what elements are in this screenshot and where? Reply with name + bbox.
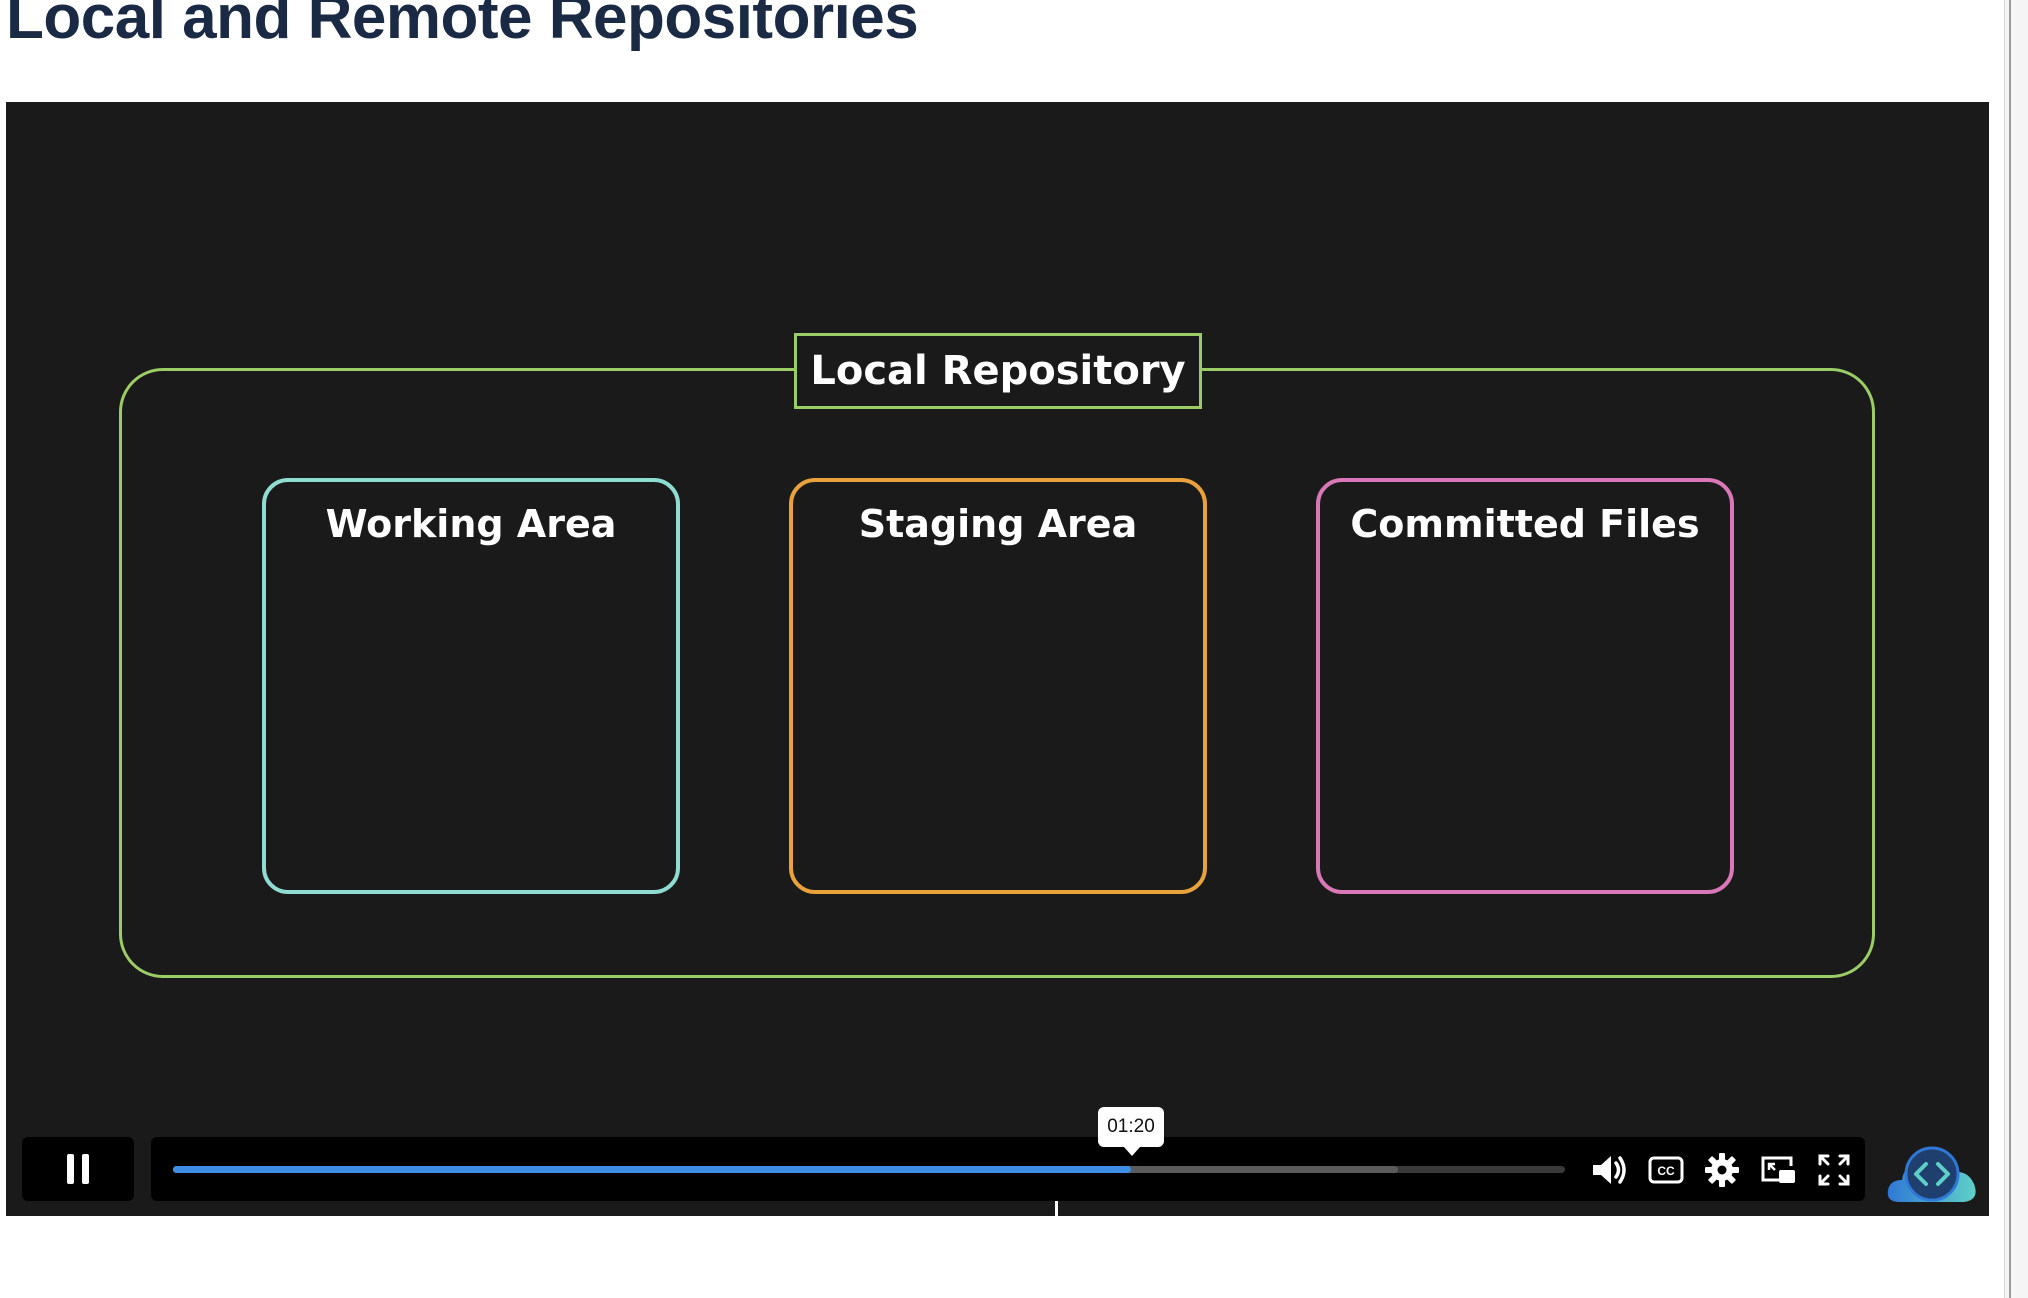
working-area-box: Working Area (262, 478, 680, 894)
pause-button[interactable] (22, 1137, 134, 1201)
local-repository-label: Local Repository (794, 333, 1202, 409)
video-player[interactable]: Local Repository Working Area Staging Ar… (6, 102, 1989, 1216)
staging-area-box: Staging Area (789, 478, 1207, 894)
pip-icon (1761, 1156, 1795, 1183)
time-tooltip: 01:20 (1098, 1107, 1164, 1156)
settings-button[interactable] (1702, 1150, 1742, 1190)
captions-button[interactable]: CC (1646, 1150, 1686, 1190)
scrub-cursor (1055, 1201, 1058, 1216)
progress-track[interactable] (173, 1166, 1565, 1173)
pip-button[interactable] (1758, 1150, 1798, 1190)
scrollbar[interactable] (2009, 0, 2011, 1298)
player-control-bar (151, 1137, 1865, 1201)
cloud-code-icon (1887, 1146, 1976, 1202)
volume-button[interactable] (1590, 1150, 1630, 1190)
pause-icon (67, 1154, 89, 1184)
working-area-label: Working Area (325, 502, 617, 546)
fullscreen-button[interactable] (1814, 1150, 1854, 1190)
cc-icon: CC (1648, 1156, 1684, 1184)
fullscreen-icon (1818, 1154, 1850, 1186)
volume-icon (1593, 1156, 1626, 1184)
gear-icon (1705, 1153, 1739, 1187)
committed-files-box: Committed Files (1316, 478, 1734, 894)
page-title: Local and Remote Repositories (6, 0, 919, 52)
window-edge (2004, 0, 2028, 1298)
committed-files-label: Committed Files (1350, 502, 1700, 546)
staging-area-label: Staging Area (858, 502, 1138, 546)
progress-played (173, 1166, 1131, 1173)
brand-logo (1886, 1142, 1980, 1206)
svg-text:CC: CC (1657, 1164, 1675, 1178)
